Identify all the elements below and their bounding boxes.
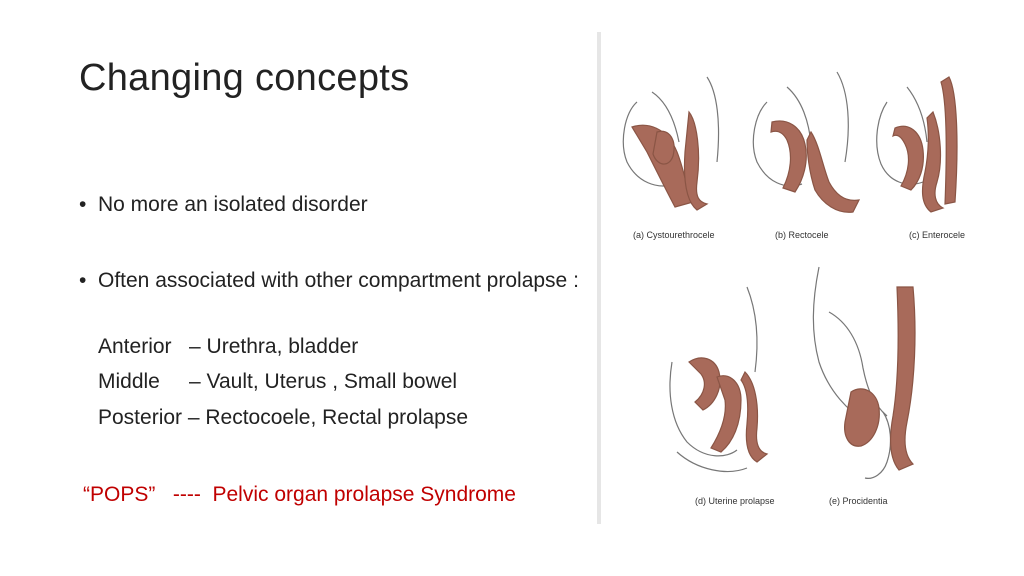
compartment-posterior: Posterior – Rectocoele, Rectal prolapse (98, 406, 469, 429)
prolapse-diagram-figure: (a) Cystourethrocele (b) Rectocele (c) E… (597, 32, 965, 524)
bullet-dot: • (79, 193, 87, 216)
bullet-item: • No more an isolated disorder (79, 192, 368, 217)
slide-title: Changing concepts (79, 57, 410, 99)
pops-definition: “POPS” ---- Pelvic organ prolapse Syndro… (83, 483, 516, 506)
caption-c: (c) Enterocele (909, 230, 965, 240)
compartment-anterior: Anterior – Urethra, bladder (98, 335, 359, 358)
bullet-text: No more an isolated disorder (98, 193, 368, 216)
caption-e: (e) Procidentia (829, 496, 888, 506)
bullet-dot: • (79, 269, 87, 292)
diagram-cystourethrocele (622, 76, 720, 211)
diagram-procidentia (812, 266, 916, 479)
caption-a: (a) Cystourethrocele (633, 230, 715, 240)
diagram-rectocele (752, 71, 861, 213)
caption-b: (b) Rectocele (775, 230, 829, 240)
diagram-enterocele (876, 76, 958, 213)
bullet-text: Often associated with other compartment … (98, 269, 579, 292)
bullet-item: • Often associated with other compartmen… (79, 268, 618, 293)
figure-border (597, 32, 601, 524)
compartment-middle: Middle – Vault, Uterus , Small bowel (98, 370, 458, 393)
diagram-uterine-prolapse (669, 286, 769, 473)
caption-d: (d) Uterine prolapse (695, 496, 775, 506)
